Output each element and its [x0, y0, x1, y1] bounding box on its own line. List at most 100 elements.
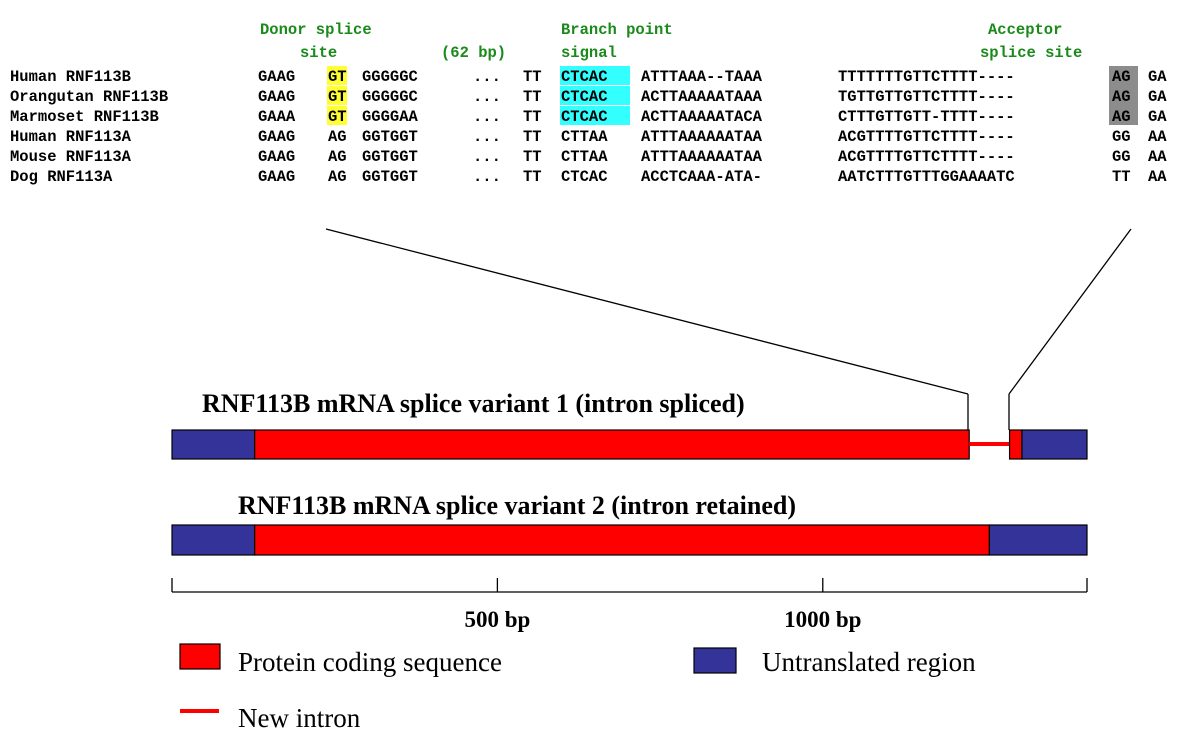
branch-point-seq: CTTAA [561, 128, 608, 146]
species-name: Mouse RNF113A [10, 148, 132, 166]
acceptor-site-seq: AG [1112, 88, 1131, 106]
scale-ticks [171, 578, 1088, 592]
acceptor-label-line2: splice site [980, 44, 1082, 62]
intron-start-seq: GGTGGT [362, 148, 418, 166]
exon-end-seq: GAAG [258, 128, 295, 146]
donor-site-seq: AG [328, 148, 347, 166]
alignment-annotations: Donor splice site (62 bp) Branch point s… [260, 21, 1082, 62]
donor-site-seq: AG [328, 128, 347, 146]
intron-mid-seq-1: ACCTCAAA-ATA- [641, 168, 762, 186]
acceptor-site-seq: AG [1112, 108, 1131, 126]
legend-utr-swatch [693, 647, 737, 674]
branch-highlight-row-3 [560, 106, 630, 125]
alignment-row: Dog RNF113A GAAG AG GGTGGT ... TT CTCAC … [10, 168, 1167, 186]
intron-mid-seq-1: ACTTAAAAATAAA [641, 88, 763, 106]
exon-start-seq: AA [1148, 148, 1167, 166]
intron-mid-seq-2: CTTTGTTGTT-TTTT---- [838, 108, 1015, 126]
intron-mid-seq-1: ATTTAAAAAATAA [641, 128, 763, 146]
gap-ellipsis: ... [473, 108, 501, 126]
donor-label-line1: Donor splice [260, 21, 372, 39]
variant1-cds-exon2-block [1008, 429, 1023, 460]
variant2-title: RNF113B mRNA splice variant 2 (intron re… [238, 491, 796, 520]
acceptor-site-seq: TT [1112, 168, 1131, 186]
exon-start-seq: GA [1148, 68, 1167, 86]
donor-site-seq: GT [328, 68, 347, 86]
branch-label-line2: signal [561, 44, 617, 62]
gap-ellipsis: ... [473, 128, 501, 146]
gap-ellipsis: ... [473, 68, 501, 86]
intron-mid-seq-2: ACGTTTTGTTCTTTT---- [838, 128, 1015, 146]
gap-ellipsis: ... [473, 168, 501, 186]
intron-start-seq: GGGGGC [362, 68, 418, 86]
scale-label: 500 bp [464, 607, 530, 632]
exon-end-seq: GAAG [258, 68, 295, 86]
zoom-connector-right [1008, 228, 1132, 395]
zoom-connector-left [325, 228, 969, 395]
gap-ellipsis: ... [473, 148, 501, 166]
intron-mid-seq-2: AATCTTTGTTTGGAAAATC [838, 168, 1015, 186]
species-name: Marmoset RNF113B [10, 108, 159, 126]
scale-label: 1000 bp [784, 607, 861, 632]
pre-branch-seq: TT [523, 108, 542, 126]
alignment-row: Marmoset RNF113B GAAA GT GGGGAA ... TT C… [10, 108, 1167, 126]
legend: Protein coding sequence Untranslated reg… [179, 643, 976, 733]
acceptor-label-line1: Acceptor [988, 21, 1062, 39]
pre-branch-seq: TT [523, 128, 542, 146]
species-name: Human RNF113A [10, 128, 132, 146]
exon-start-seq: GA [1148, 108, 1167, 126]
acceptor-site-seq: AG [1112, 68, 1131, 86]
intron-mid-seq-2: ACGTTTTGTTCTTTT---- [838, 148, 1015, 166]
donor-highlight-row-1 [327, 66, 347, 85]
intron-start-seq: GGGGGC [362, 88, 418, 106]
variant2-utr5-block [171, 524, 256, 556]
variant2-utr3-block [988, 524, 1088, 556]
alignment-row: Human RNF113B GAAG GT GGGGGC ... TT CTCA… [10, 68, 1167, 86]
legend-coding-label: Protein coding sequence [238, 647, 502, 677]
branch-label-line1: Branch point [561, 21, 673, 39]
exon-start-seq: AA [1148, 128, 1167, 146]
variant1-utr5-block [171, 429, 256, 460]
pre-branch-seq: TT [523, 148, 542, 166]
intron-length-label: (62 bp) [441, 44, 506, 62]
branch-point-seq: CTCAC [561, 108, 608, 126]
acceptor-site-seq: GG [1112, 148, 1131, 166]
intron-mid-seq-2: TGTTGTTGTTCTTTT---- [838, 88, 1015, 106]
exon-start-seq: GA [1148, 88, 1167, 106]
donor-site-seq: GT [328, 88, 347, 106]
variant1-utr3-block [1021, 429, 1088, 460]
exon-end-seq: GAAG [258, 88, 295, 106]
exon-end-seq: GAAG [258, 168, 295, 186]
donor-highlight-row-2 [327, 86, 347, 105]
branch-point-seq: CTCAC [561, 68, 608, 86]
pre-branch-seq: TT [523, 168, 542, 186]
alignment-highlights [327, 66, 1138, 125]
acceptor-site-seq: GG [1112, 128, 1131, 146]
variant1-cds-exon1-block [254, 429, 970, 460]
alignment-row: Human RNF113A GAAG AG GGTGGT ... TT CTTA… [10, 128, 1167, 146]
species-name: Human RNF113B [10, 68, 131, 86]
donor-highlight-row-3 [327, 106, 347, 125]
legend-utr-label: Untranslated region [762, 647, 976, 677]
scale-labels: 500 bp 1000 bp [464, 607, 861, 632]
intron-start-seq: GGTGGT [362, 128, 418, 146]
scale-bar: 500 bp 1000 bp [171, 578, 1088, 632]
variant2-cds-block [254, 524, 990, 556]
intron-mid-seq-2: TTTTTTTGTTCTTTT---- [838, 68, 1015, 86]
variant1-title: RNF113B mRNA splice variant 1 (intron sp… [202, 389, 745, 418]
sequence-alignment: Human RNF113B GAAG GT GGGGGC ... TT CTCA… [10, 68, 1167, 186]
branch-point-seq: CTCAC [561, 168, 608, 186]
donor-site-seq: AG [328, 168, 347, 186]
intron-mid-seq-1: ATTTAAAAAATAA [641, 148, 763, 166]
legend-intron-label: New intron [238, 703, 361, 733]
branch-highlight-row-1 [560, 66, 630, 85]
pre-branch-seq: TT [523, 68, 542, 86]
intron-start-seq: GGTGGT [362, 168, 418, 186]
branch-point-seq: CTTAA [561, 148, 608, 166]
pre-branch-seq: TT [523, 88, 542, 106]
exon-end-seq: GAAA [258, 108, 296, 126]
donor-site-seq: GT [328, 108, 347, 126]
variant1-transcript [171, 429, 1088, 460]
gap-ellipsis: ... [473, 88, 501, 106]
intron-mid-seq-1: ACTTAAAAATACA [641, 108, 763, 126]
